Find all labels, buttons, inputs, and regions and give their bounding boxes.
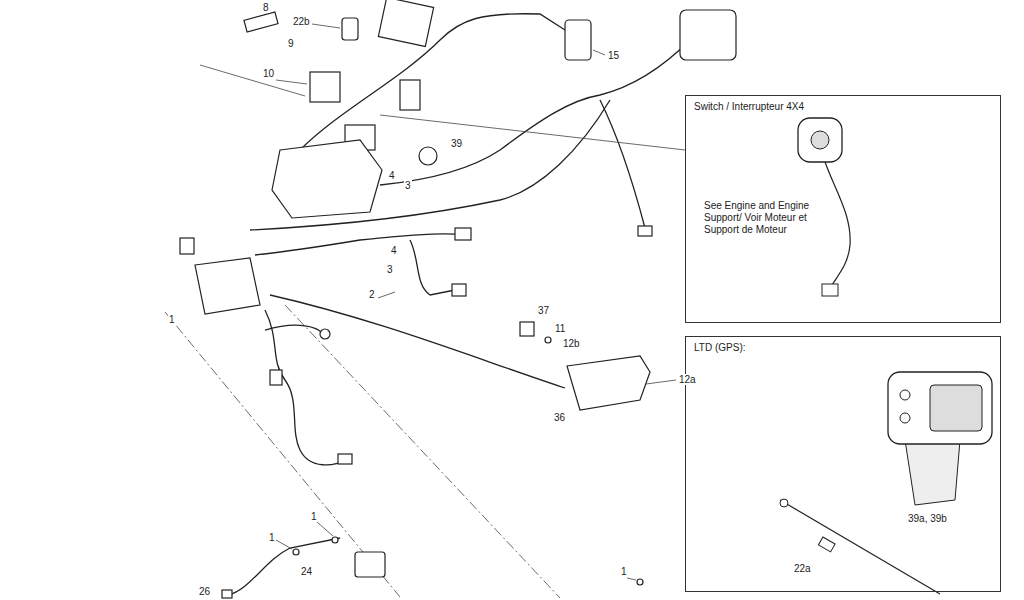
harness-cable xyxy=(250,100,610,230)
leader-lines xyxy=(165,24,685,598)
inset-box: LTD (GPS): 39a, 39b 22a xyxy=(685,336,1001,592)
leader-line xyxy=(285,305,560,598)
callout-number: 1 xyxy=(620,566,628,577)
connector xyxy=(452,284,466,296)
callout-number: 11 xyxy=(554,323,566,334)
fuse-box xyxy=(272,140,382,218)
leader-line xyxy=(200,65,305,96)
harness-cable xyxy=(265,310,345,465)
bolt xyxy=(520,322,534,336)
callout-number: 4 xyxy=(390,245,398,256)
harness-cable xyxy=(270,295,565,388)
leader-line xyxy=(276,540,292,549)
leader-line xyxy=(317,522,333,536)
harness-cable xyxy=(255,234,465,255)
handlebar-control xyxy=(680,10,736,60)
connector xyxy=(244,12,278,32)
callout-number: 36 xyxy=(553,412,566,423)
gps-mount xyxy=(905,440,960,505)
connector xyxy=(338,454,352,464)
gps-button xyxy=(900,413,910,423)
inset-text: See Engine and Engine Support/ Voir Mote… xyxy=(704,200,832,236)
harness-cable xyxy=(265,325,322,333)
switch-cable xyxy=(825,162,850,285)
gps-body xyxy=(888,372,992,444)
gps-screen xyxy=(930,385,982,431)
harness-cable xyxy=(600,100,645,228)
callout-number: 12b xyxy=(562,338,581,349)
callout-number: 3 xyxy=(404,180,412,191)
connector-plug xyxy=(320,329,330,339)
callout-number: 3 xyxy=(386,264,394,275)
leader-line xyxy=(165,312,400,597)
connector xyxy=(400,80,420,110)
callout-number: 15 xyxy=(607,50,620,61)
switch-button xyxy=(811,131,829,149)
components xyxy=(180,0,736,598)
connector xyxy=(342,18,358,40)
connector xyxy=(455,228,471,240)
callout-number: 10 xyxy=(262,68,275,79)
instrument-strip xyxy=(378,0,433,47)
inset-text: 22a xyxy=(794,563,811,575)
callout-number: 24 xyxy=(300,566,313,577)
switch-connector xyxy=(822,284,838,296)
callout-number: 1 xyxy=(168,314,176,325)
connector xyxy=(270,370,282,385)
leader-line xyxy=(646,380,676,384)
gps-unit xyxy=(780,372,992,594)
callout-number: 2 xyxy=(368,289,376,300)
harness-cable xyxy=(410,240,455,295)
leader-line xyxy=(380,115,685,150)
callout-number: 37 xyxy=(537,305,550,316)
callout-number: 9 xyxy=(287,38,295,49)
switch-body xyxy=(798,118,842,162)
cable-connector xyxy=(818,537,835,552)
inset-text: 39a, 39b xyxy=(908,513,947,525)
wire-harness xyxy=(228,14,690,595)
callout-number: 39 xyxy=(450,138,463,149)
harness-cable xyxy=(380,40,690,185)
cable-plug xyxy=(780,499,788,507)
relay xyxy=(310,72,340,102)
leader-line xyxy=(378,292,395,298)
screw xyxy=(332,537,338,543)
connector xyxy=(180,238,194,254)
callout-number: 12a xyxy=(678,374,697,385)
leader-line xyxy=(312,24,340,28)
bracket xyxy=(567,356,650,410)
callout-number: 1 xyxy=(310,511,318,522)
harness-cable xyxy=(300,14,565,150)
screw xyxy=(293,549,299,555)
leader-line xyxy=(593,50,605,55)
harness-cable xyxy=(228,538,340,595)
connector xyxy=(222,590,232,598)
inset-box: Switch / Interrupteur 4X4See Engine and … xyxy=(685,95,1001,323)
callout-number: 26 xyxy=(198,586,211,597)
callout-number: 4 xyxy=(388,170,396,181)
screw xyxy=(637,579,643,585)
washer xyxy=(545,337,551,343)
leader-line xyxy=(627,578,636,580)
callout-number: 22b xyxy=(292,16,311,27)
connector-plug xyxy=(419,147,437,165)
leader-line xyxy=(276,80,307,84)
inset-heading: Switch / Interrupteur 4X4 xyxy=(694,101,804,113)
callout-number: 1 xyxy=(268,532,276,543)
gps-button xyxy=(900,390,910,400)
inset-heading: LTD (GPS): xyxy=(694,342,745,354)
switch xyxy=(565,20,591,60)
callout-number: 8 xyxy=(262,2,270,13)
relay-box xyxy=(195,258,260,314)
sensor xyxy=(355,552,385,577)
connector xyxy=(638,226,652,236)
